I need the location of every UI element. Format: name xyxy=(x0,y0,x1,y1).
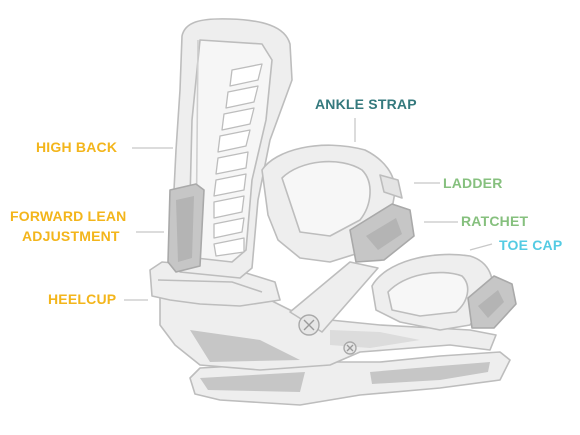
label-ankle-strap: ANKLE STRAP xyxy=(315,96,417,112)
label-toe-cap: TOE CAP xyxy=(499,237,563,253)
toe-ratchet xyxy=(467,275,517,329)
forward-lean-adjuster xyxy=(167,183,205,273)
label-forward-lean-line2: ADJUSTMENT xyxy=(22,228,120,244)
label-ratchet: RATCHET xyxy=(461,213,529,229)
label-high-back: HIGH BACK xyxy=(36,139,118,155)
ankle-ratchet xyxy=(349,203,415,263)
high-back-ribs xyxy=(213,63,263,257)
label-forward-lean-line1: FORWARD LEAN xyxy=(10,208,127,224)
label-forward-lean-adjustment: FORWARD LEAN ADJUSTMENT xyxy=(10,206,126,246)
label-ladder: LADDER xyxy=(443,175,503,191)
label-heelcup: HEELCUP xyxy=(48,291,117,307)
bolts xyxy=(298,314,357,355)
leader-lines xyxy=(124,118,493,301)
leader-line-toe-cap xyxy=(469,243,493,251)
